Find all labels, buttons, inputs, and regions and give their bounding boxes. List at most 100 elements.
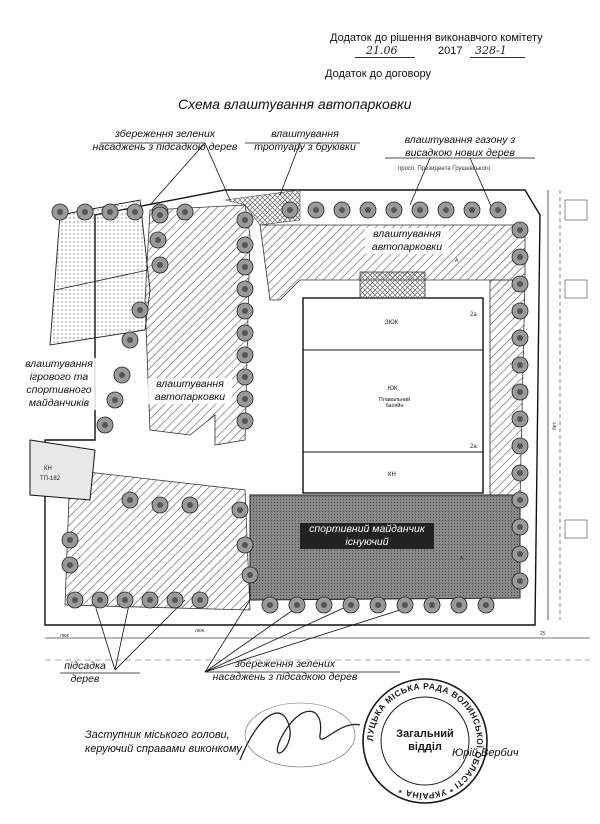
tree-marker-core bbox=[242, 374, 248, 380]
tree-marker-core bbox=[82, 209, 88, 215]
decision-date: 21.06 bbox=[366, 44, 398, 57]
tree-marker-core bbox=[242, 242, 248, 248]
entrance-block bbox=[359, 271, 426, 299]
tree-marker-core bbox=[313, 207, 319, 213]
tree-marker-core bbox=[247, 572, 253, 578]
tree-marker-core bbox=[365, 207, 371, 213]
tree-marker-core bbox=[242, 352, 248, 358]
street-label: просп. Президента Грушевського bbox=[398, 166, 491, 172]
number-underline bbox=[470, 57, 525, 58]
label-sidewalk: влаштування тротуару з бруківки bbox=[254, 128, 356, 153]
label-parking-top: влаштування автопарковки bbox=[365, 228, 449, 254]
decision-line: Додаток до рішення виконавчого комітету bbox=[330, 32, 543, 44]
label-preserve-green-bottom: збереження зелених насаджень з підсадкою… bbox=[212, 658, 358, 683]
tree-marker-core bbox=[127, 337, 133, 343]
signature-position: Заступник міського голови, керуючий спра… bbox=[85, 729, 242, 755]
tree-marker-core bbox=[517, 227, 523, 233]
tree-marker-core bbox=[517, 524, 523, 530]
tree-marker-core bbox=[517, 497, 523, 503]
sidewalk-strip bbox=[224, 189, 301, 226]
tree-markers bbox=[51, 201, 529, 614]
tree-marker-core bbox=[517, 416, 523, 422]
label-lawn: влаштування газону з висадкою нових дере… bbox=[404, 134, 516, 159]
svg-text:А: А bbox=[460, 556, 464, 562]
svg-text:ТП-182: ТП-182 bbox=[40, 476, 61, 482]
official-stamp: ЛУЦЬКА МІСЬКА РАДА ВОЛИНСЬКОЇ ОБЛАСТІ * … bbox=[362, 678, 488, 804]
svg-text:2а: 2а bbox=[470, 444, 477, 450]
tree-marker-core bbox=[72, 597, 78, 603]
tree-marker-core bbox=[67, 562, 73, 568]
label-sports-existing: спортивний майданчик існуючий bbox=[300, 523, 434, 549]
main-building bbox=[302, 297, 484, 494]
tree-marker-core bbox=[119, 372, 125, 378]
tree-marker-core bbox=[517, 389, 523, 395]
decision-number: 328-1 bbox=[475, 44, 507, 57]
tree-marker-core bbox=[469, 207, 475, 213]
tree-marker-core bbox=[127, 497, 133, 503]
svg-text:люк: люк bbox=[60, 633, 70, 639]
tree-marker-core bbox=[517, 578, 523, 584]
tree-marker-core bbox=[107, 209, 113, 215]
tree-marker-core bbox=[112, 397, 118, 403]
tree-marker-core bbox=[242, 396, 248, 402]
tree-marker-core bbox=[375, 602, 381, 608]
tree-marker-core bbox=[157, 212, 163, 218]
tree-marker-core bbox=[197, 597, 203, 603]
label-tree-planting: підсадка дерев bbox=[64, 660, 106, 685]
building-top-block: ЗЮК bbox=[385, 320, 399, 326]
tree-marker-core bbox=[287, 207, 293, 213]
building-middle-name: Плавальний басейн bbox=[378, 397, 411, 409]
handwritten-signature bbox=[239, 702, 361, 768]
tree-marker-core bbox=[483, 602, 489, 608]
label-playground: влаштування ігрового та спортивного майд… bbox=[12, 358, 106, 410]
tree-marker-core bbox=[155, 237, 161, 243]
tree-marker-core bbox=[157, 502, 163, 508]
tree-marker-core bbox=[102, 422, 108, 428]
svg-text:бет: бет bbox=[552, 422, 558, 430]
svg-text:2а: 2а bbox=[470, 312, 477, 318]
stamp-center-text: Загальний відділ bbox=[396, 728, 454, 753]
left-building bbox=[29, 439, 96, 501]
tree-marker-core bbox=[122, 597, 128, 603]
svg-text:КН: КН bbox=[44, 466, 52, 472]
tree-marker-core bbox=[443, 207, 449, 213]
tree-marker-core bbox=[321, 602, 327, 608]
tree-marker-core bbox=[429, 602, 435, 608]
tree-marker-core bbox=[137, 307, 143, 313]
tree-marker-core bbox=[417, 207, 423, 213]
tree-marker-core bbox=[147, 597, 153, 603]
svg-text:люк: люк bbox=[195, 628, 205, 634]
tree-marker-core bbox=[402, 602, 408, 608]
tree-marker-core bbox=[57, 209, 63, 215]
tree-marker-core bbox=[67, 537, 73, 543]
tree-marker-core bbox=[182, 209, 188, 215]
tree-marker-core bbox=[391, 207, 397, 213]
tree-marker-core bbox=[339, 207, 345, 213]
tree-marker-core bbox=[242, 330, 248, 336]
tree-marker-core bbox=[517, 443, 523, 449]
tree-marker-core bbox=[348, 602, 354, 608]
parking-lower-area bbox=[64, 469, 251, 611]
leader-lines bbox=[60, 142, 535, 674]
label-preserve-green-top: збереження зелених насаджень з підсадкою… bbox=[92, 128, 238, 153]
building-middle-code: ЮК bbox=[388, 386, 398, 392]
label-parking-left: влаштування автопарковки bbox=[148, 378, 232, 404]
tree-marker-core bbox=[237, 507, 243, 513]
tree-marker-core bbox=[242, 264, 248, 270]
tree-marker-core bbox=[294, 602, 300, 608]
tree-marker-core bbox=[517, 254, 523, 260]
building-bottom-block: КН bbox=[388, 472, 396, 478]
tree-marker-core bbox=[242, 286, 248, 292]
tree-marker-core bbox=[267, 602, 273, 608]
site-boundary bbox=[44, 189, 541, 626]
decision-year: 2017 bbox=[438, 45, 463, 57]
tree-marker-core bbox=[187, 502, 193, 508]
tree-marker-core bbox=[456, 602, 462, 608]
tree-marker-core bbox=[517, 308, 523, 314]
svg-text:25: 25 bbox=[540, 631, 546, 637]
page-title: Схема влаштування автопарковки bbox=[178, 96, 412, 112]
date-underline bbox=[355, 57, 415, 58]
tree-marker-core bbox=[242, 217, 248, 223]
tree-marker-core bbox=[517, 335, 523, 341]
tree-marker-core bbox=[172, 597, 178, 603]
